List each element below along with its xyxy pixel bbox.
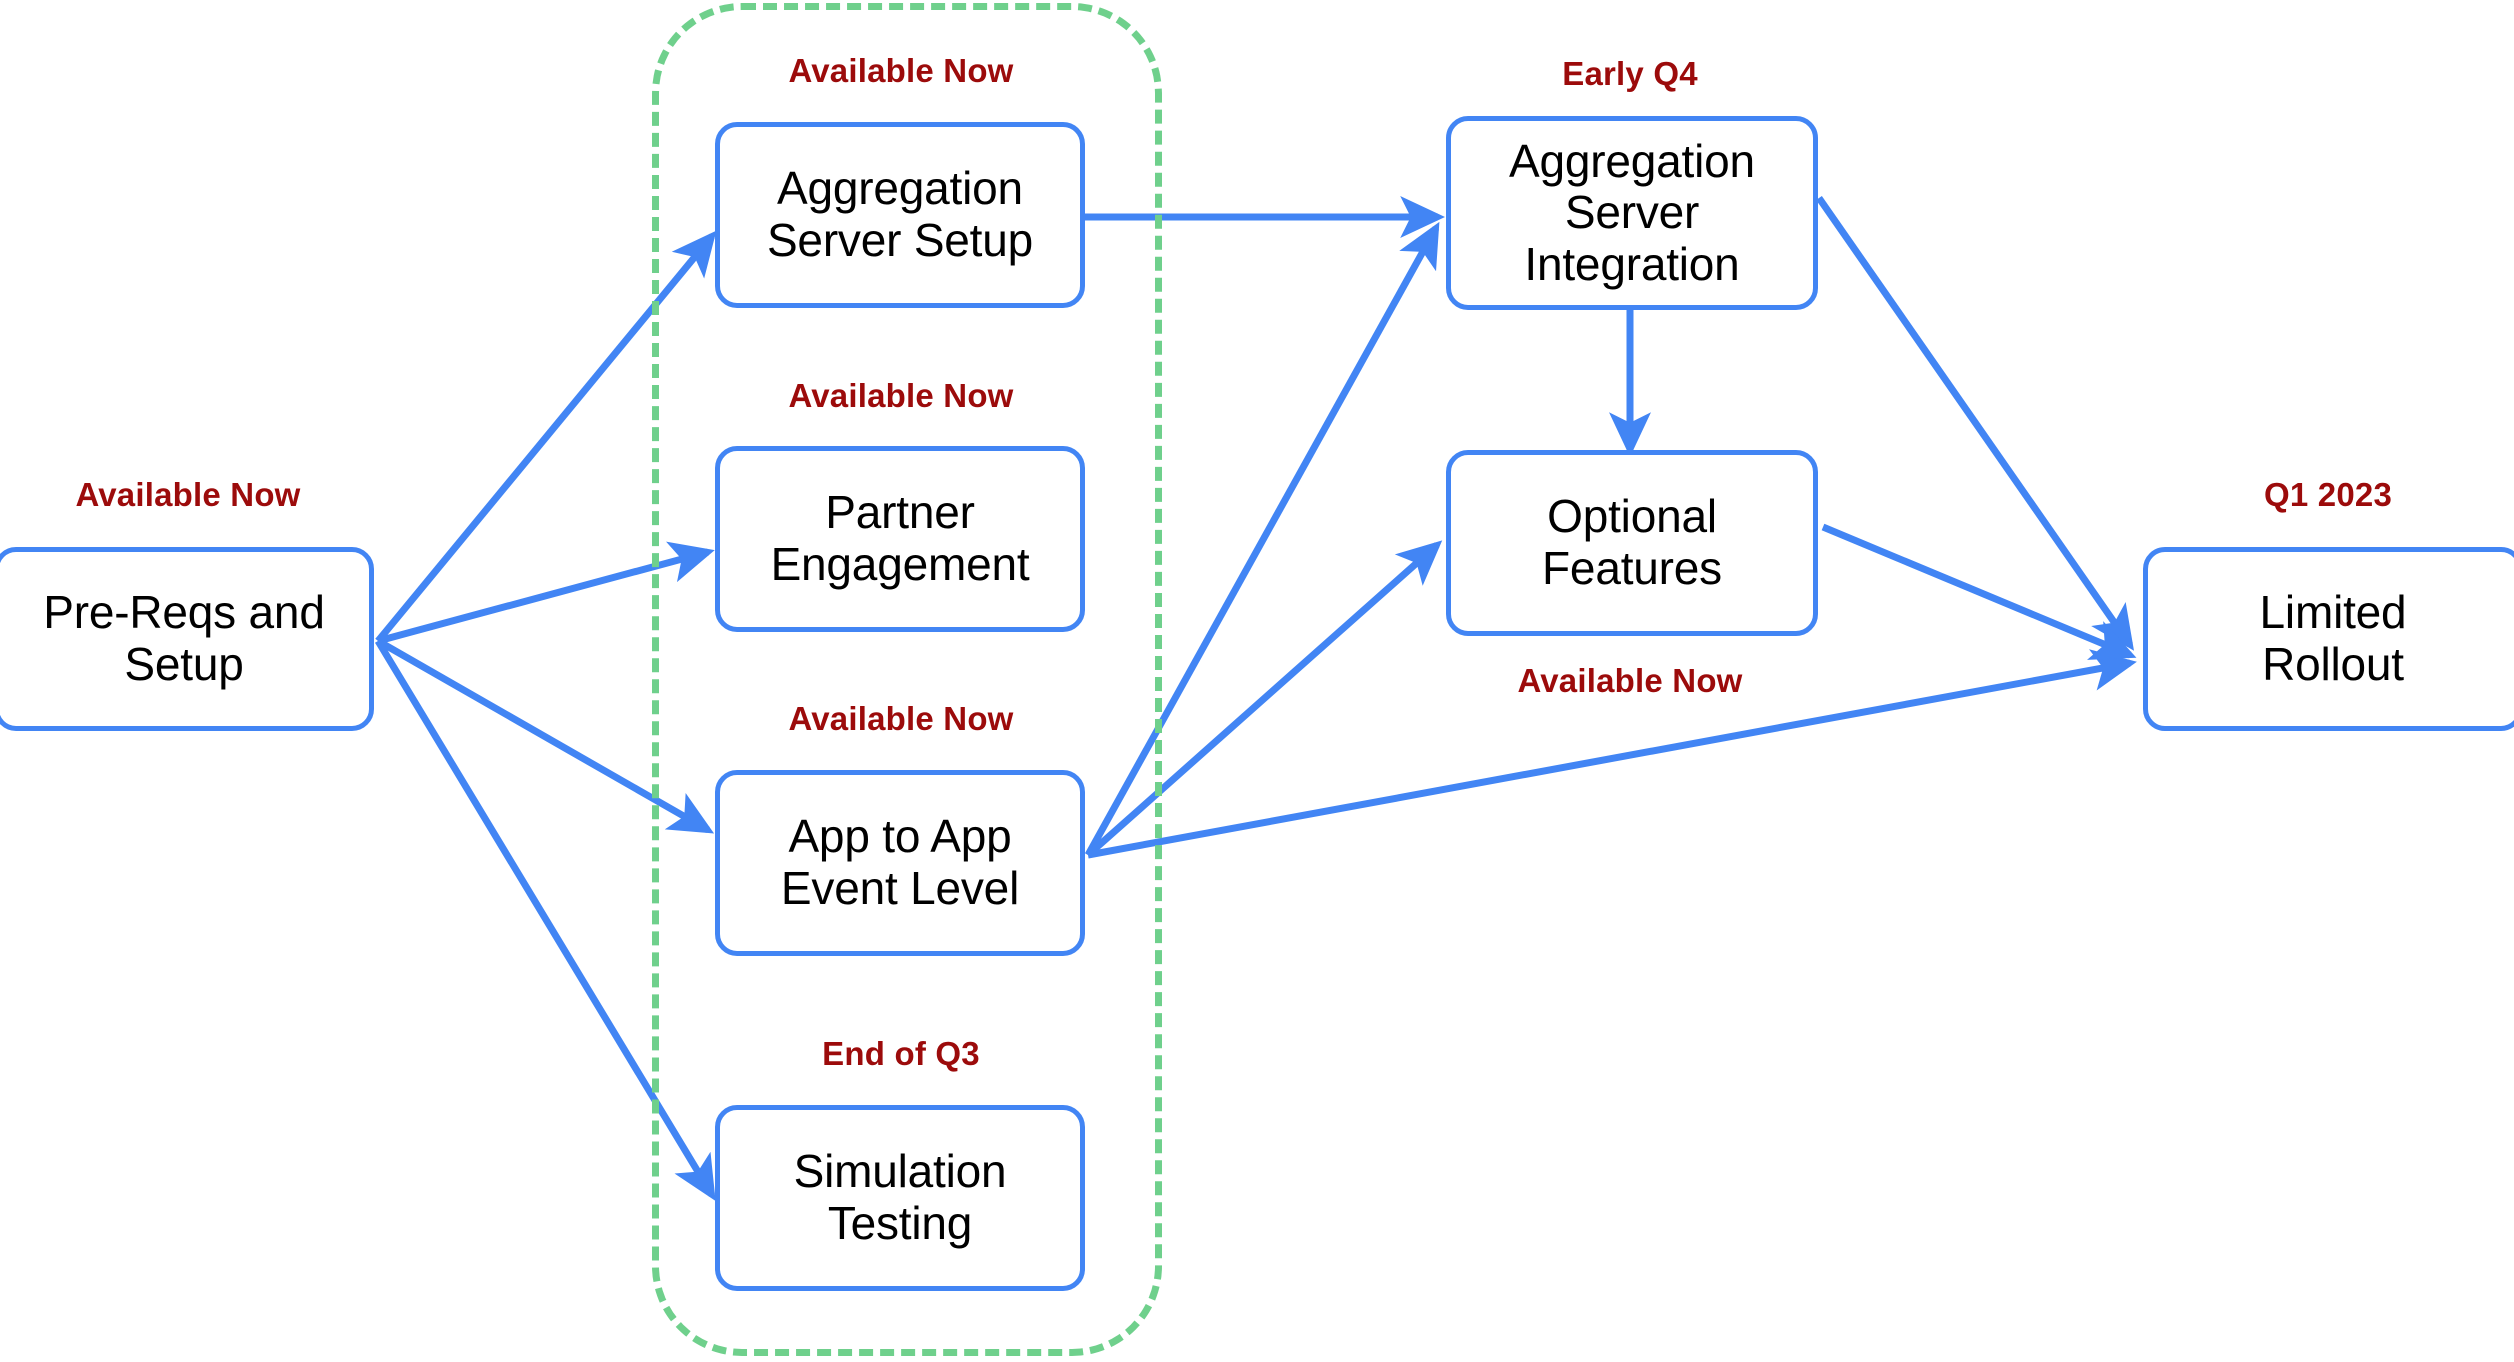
tag-rollout: Q1 2023	[2263, 476, 2393, 513]
edge-optional-to-rollout	[1821, 523, 2137, 660]
edge-app-to-app-to-agg-integ	[1084, 221, 1440, 857]
tag-agg-setup: Available Now	[788, 52, 1014, 89]
edge-app-to-app-to-rollout	[1087, 649, 2137, 859]
tag-optional: Available Now	[1517, 662, 1743, 699]
available-now-group-container	[652, 3, 1162, 1356]
tag-simulation: End of Q3	[822, 1035, 980, 1072]
tag-partner: Available Now	[788, 377, 1014, 414]
tag-app-to-app: Available Now	[788, 700, 1014, 737]
edge-app-to-app-to-optional	[1085, 540, 1443, 858]
tag-agg-integ: Early Q4	[1562, 55, 1698, 92]
tag-prereqs: Available Now	[75, 476, 301, 513]
edge-agg-integ-to-rollout	[1816, 196, 2134, 651]
